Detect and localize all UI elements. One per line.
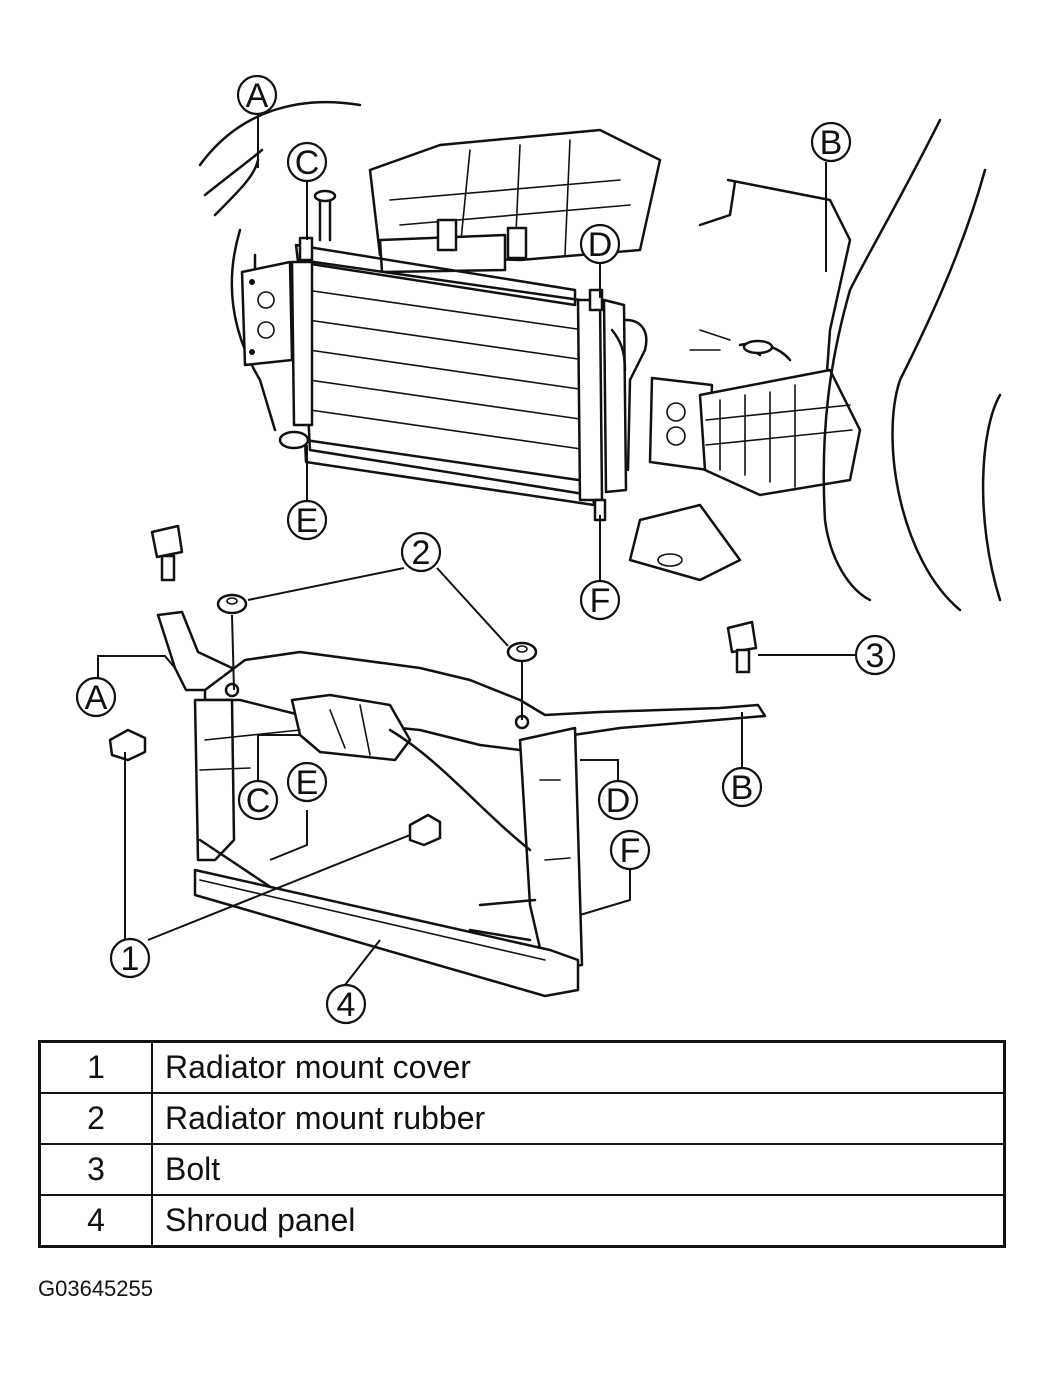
callout-F-bottom-text: F — [620, 832, 641, 870]
legend-description: Radiator mount rubber — [151, 1092, 1006, 1145]
callout-C-top: C — [286, 141, 328, 183]
legend-row: 4 Shroud panel — [38, 1194, 1006, 1248]
callout-C-top-text: C — [295, 144, 320, 182]
engine-bay-illustration — [198, 100, 1002, 612]
legend-number: 1 — [38, 1040, 153, 1094]
callout-F-bottom: F — [609, 829, 651, 871]
callout-3: 3 — [854, 634, 896, 676]
legend-number: 3 — [38, 1143, 153, 1196]
callout-1: 1 — [109, 937, 151, 979]
callout-A-top: A — [236, 74, 278, 116]
legend-row: 2 Radiator mount rubber — [38, 1092, 1006, 1145]
callout-D-bottom: D — [597, 779, 639, 821]
legend-description: Radiator mount cover — [151, 1040, 1006, 1094]
callout-4: 4 — [325, 983, 367, 1025]
radiator-shroud-diagram: A C B D E F 2 A 3 B C E — [75, 74, 1002, 1025]
callout-B-top: B — [810, 121, 852, 163]
callout-A-bottom-text: A — [85, 679, 108, 717]
callout-B-bottom-text: B — [731, 769, 754, 807]
callout-E-top-text: E — [296, 502, 319, 540]
callout-3-text: 3 — [866, 637, 885, 675]
callout-4-text: 4 — [337, 986, 356, 1024]
shroud-panel-illustration — [108, 524, 767, 998]
callout-A-top-text: A — [246, 77, 269, 115]
callout-E-top: E — [286, 499, 328, 541]
callout-D-top: D — [579, 223, 621, 265]
callout-E-bottom: E — [286, 761, 328, 803]
callout-C-bottom: C — [237, 779, 279, 821]
callout-1-text: 1 — [121, 940, 140, 978]
callout-D-top-text: D — [588, 226, 613, 264]
legend-number: 2 — [38, 1092, 153, 1145]
callout-B-top-text: B — [820, 124, 843, 162]
legend-row: 1 Radiator mount cover — [38, 1040, 1006, 1094]
legend-description: Shroud panel — [151, 1194, 1006, 1248]
callout-F-top-text: F — [590, 582, 611, 620]
figure-id: G03645255 — [38, 1276, 153, 1301]
callout-2: 2 — [400, 531, 442, 573]
callout-E-bottom-text: E — [296, 764, 319, 802]
callout-F-top: F — [579, 579, 621, 621]
callout-2-text: 2 — [412, 534, 431, 572]
callout-C-bottom-text: C — [246, 782, 271, 820]
callout-D-bottom-text: D — [606, 782, 631, 820]
legend-number: 4 — [38, 1194, 153, 1248]
callout-B-bottom: B — [721, 766, 763, 808]
callout-A-bottom: A — [75, 676, 117, 718]
legend-row: 3 Bolt — [38, 1143, 1006, 1196]
legend-description: Bolt — [151, 1143, 1006, 1196]
parts-legend-table: 1 Radiator mount cover 2 Radiator mount … — [38, 1040, 1006, 1248]
leader-lines — [97, 112, 856, 986]
